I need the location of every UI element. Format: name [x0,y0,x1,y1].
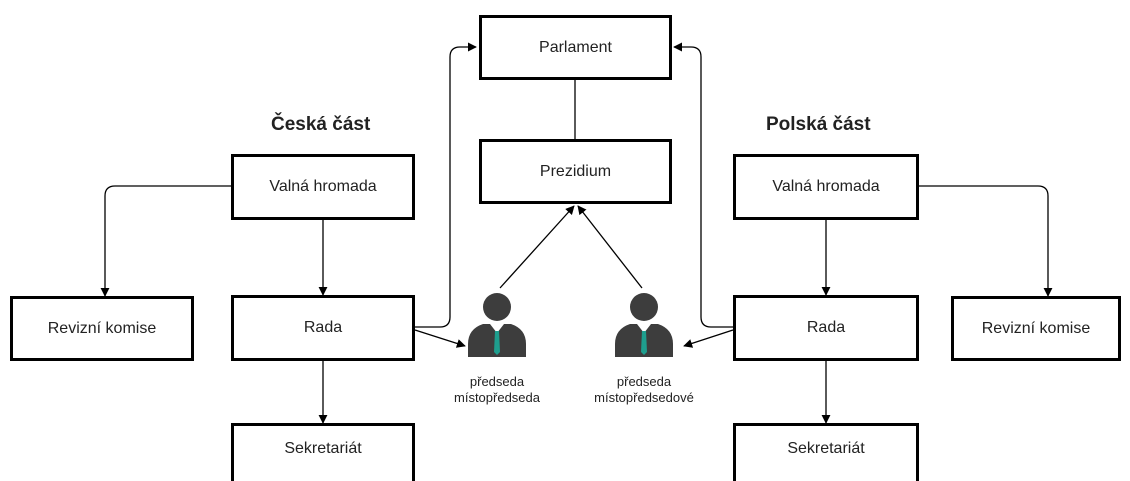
pl-rada-box: Rada [733,295,919,361]
polish-part-heading: Polská část [766,114,871,135]
person-icon [468,293,526,357]
pl-revizni-komise-box: Revizní komise [951,296,1121,361]
person-icon [615,293,673,357]
pl-sekretariat-box: Sekretariát [733,423,919,481]
pl-valna-hromada-box: Valná hromada [733,154,919,220]
cz-valna-hromada-box: Valná hromada [231,154,415,220]
cz-revizni-komise-box: Revizní komise [10,296,194,361]
pl-person-role-1: předseda [616,374,672,389]
connector-pl-predseda-prezidium [577,205,643,289]
connector-cz-valna-revizni [100,185,231,297]
pl-person-label: předseda místopředsedové [579,374,709,406]
connector-pl-rada-parlament [673,42,733,328]
pl-person-role-2: místopředsedové [594,390,694,405]
connector-cz-rada-parlament [415,42,477,328]
prezidium-box: Prezidium [479,139,672,204]
cz-person-role-1: předseda [469,374,525,389]
cz-rada-box: Rada [231,295,415,361]
parlament-box: Parlament [479,15,672,80]
czech-part-heading: Česká část [271,114,371,135]
connector-cz-predseda-prezidium [499,205,575,289]
cz-person-label: předseda místopředseda [437,374,557,406]
connector-pl-valna-revizni [919,185,1053,297]
connector-pl-rada-predseda [683,329,734,348]
cz-sekretariat-box: Sekretariát [231,423,415,481]
cz-person-role-2: místopředseda [454,390,540,405]
connector-cz-rada-predseda [414,329,466,348]
